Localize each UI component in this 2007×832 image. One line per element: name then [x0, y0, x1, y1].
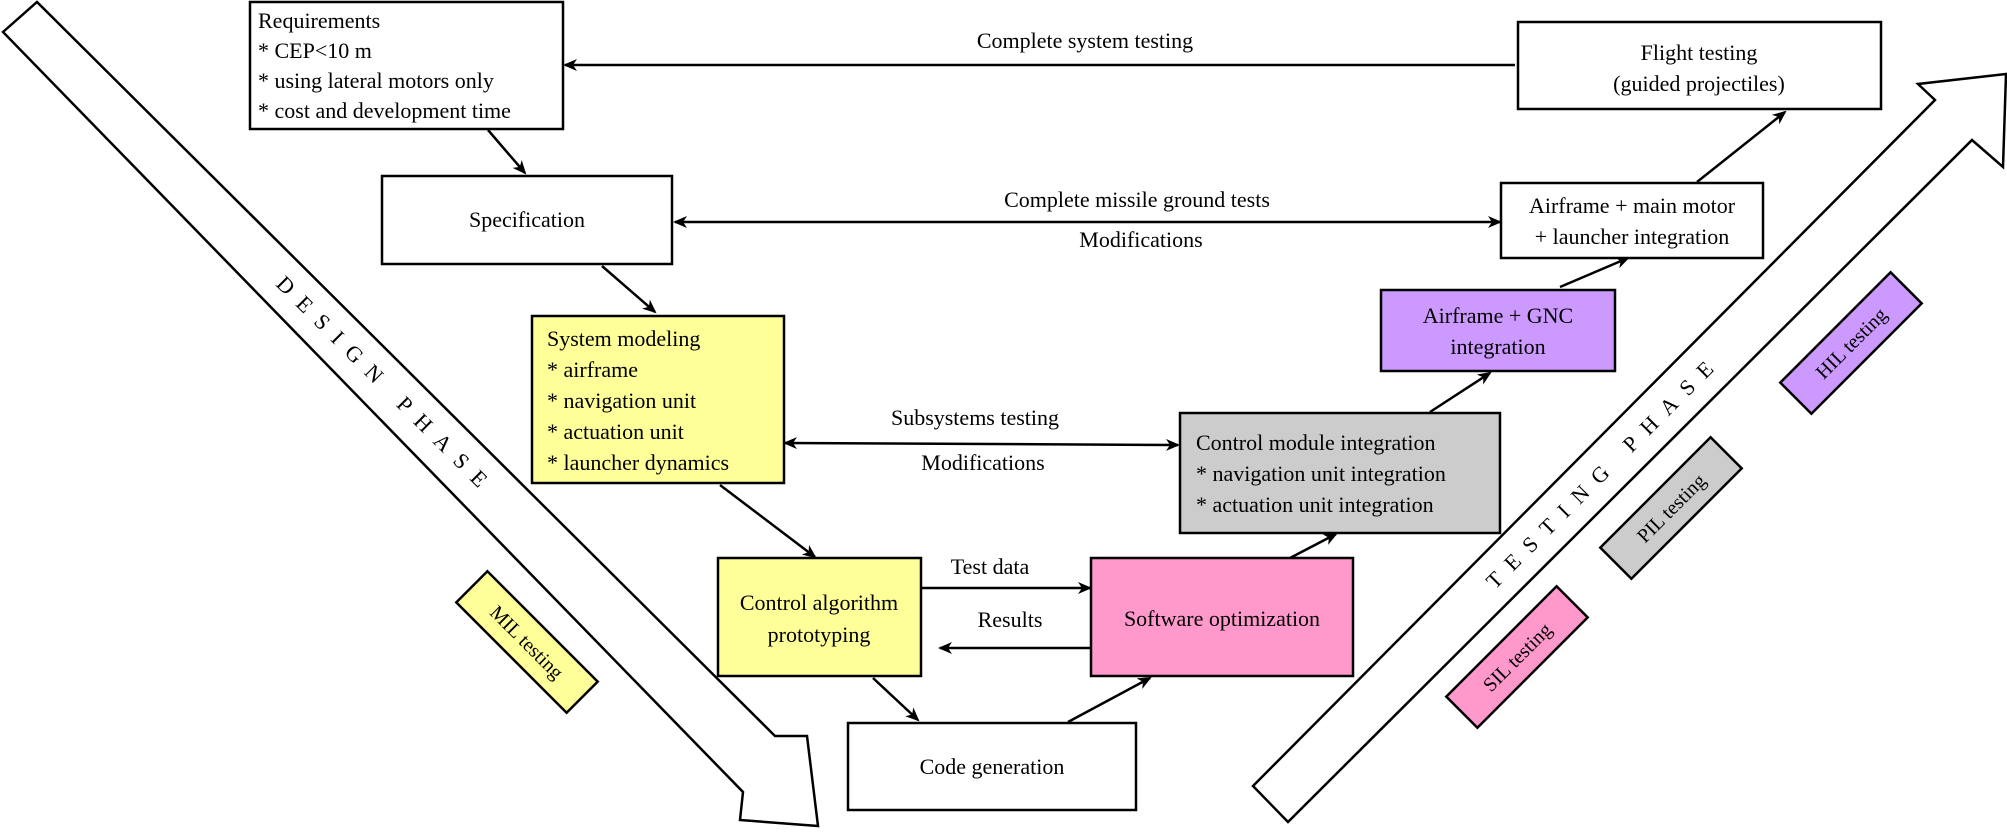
- requirements-text: Requirements * CEP<10 m * using lateral mo…: [258, 8, 511, 123]
- arrow-ctrl-code: [872, 677, 920, 722]
- box-text-line: Airframe + GNC: [1423, 303, 1573, 328]
- flight-testing-box: [1516, 20, 1883, 111]
- arrow-opt-ctrlmod: [1289, 532, 1338, 560]
- box-text-line: Control algorithm: [740, 590, 898, 615]
- flight-testing-text: Flight testing (guided projectiles): [1613, 40, 1785, 96]
- box-text-line: Flight testing: [1641, 40, 1758, 65]
- arrow-req-spec: [487, 129, 527, 175]
- box-text-line: * launcher dynamics: [547, 450, 729, 475]
- system-modeling-text: System modeling * airframe * navigation un…: [547, 326, 729, 475]
- label-ground-tests: Complete missile ground tests: [1004, 187, 1270, 212]
- label-results: Results: [978, 607, 1043, 632]
- box-text-line: * actuation unit: [547, 419, 684, 444]
- box-text-line: Control module integration: [1196, 430, 1436, 455]
- arrow-code-opt: [1067, 676, 1152, 724]
- arrow-ctrlmod-gnc: [1429, 371, 1492, 414]
- control-module-text: Control module integration * navigation u…: [1196, 430, 1446, 517]
- airframe-gnc-box: [1379, 288, 1617, 373]
- box-text-line: (guided projectiles): [1613, 71, 1785, 96]
- box-text-line: * navigation unit integration: [1196, 461, 1446, 486]
- arrow-airframe-flight: [1696, 110, 1787, 183]
- box-text-line: * cost and development time: [258, 98, 511, 123]
- box-text-line: System modeling: [547, 326, 700, 351]
- airframe-main-motor-text: Airframe + main motor + launcher integrat…: [1529, 193, 1736, 249]
- box-text-line: Software optimization: [1124, 606, 1320, 631]
- code-generation-text: Code generation: [920, 754, 1065, 779]
- software-optimization-text: Software optimization: [1124, 606, 1320, 631]
- airframe-main-motor-box: [1499, 181, 1765, 260]
- label-modifications-mid: Modifications: [921, 450, 1044, 475]
- code-generation-box: [846, 721, 1138, 812]
- design-phase-arrow: [1, 0, 820, 828]
- box-text-line: * using lateral motors only: [258, 68, 494, 93]
- arrow-subsystems: [783, 437, 1180, 451]
- box-text-line: Airframe + main motor: [1529, 193, 1736, 218]
- software-optimization-box: [1089, 556, 1355, 678]
- box-text-line: Requirements: [258, 8, 380, 33]
- box-text-line: + launcher integration: [1535, 224, 1729, 249]
- label-test-data: Test data: [951, 554, 1030, 579]
- box-text-line: Specification: [469, 207, 585, 232]
- arrow-model-ctrl: [719, 484, 817, 559]
- box-text-line: * airframe: [547, 357, 638, 382]
- box-text-line: * CEP<10 m: [258, 38, 372, 63]
- label-subsystems-testing: Subsystems testing: [891, 405, 1059, 430]
- control-algorithm-box: [716, 556, 923, 678]
- specification-text: Specification: [469, 207, 585, 232]
- box-text-line: prototyping: [768, 622, 871, 647]
- airframe-gnc-text: Airframe + GNC integration: [1423, 303, 1573, 359]
- label-complete-system-testing: Complete system testing: [977, 28, 1193, 53]
- box-text-line: * actuation unit integration: [1196, 492, 1434, 517]
- system-modeling-box: [530, 314, 786, 485]
- specification-box: [380, 174, 674, 266]
- box-text-line: Code generation: [920, 754, 1065, 779]
- box-text-line: * navigation unit: [547, 388, 696, 413]
- arrow-gnc-airframe: [1559, 256, 1630, 289]
- testing-phase-arrow: [1251, 72, 2007, 824]
- control-module-box: [1178, 411, 1502, 535]
- arrow-spec-model: [601, 265, 657, 314]
- requirements-box: [248, 0, 565, 131]
- design-phase-label: DESIGN PHASE: [271, 271, 501, 501]
- label-modifications-top: Modifications: [1079, 227, 1202, 252]
- box-text-line: integration: [1450, 334, 1545, 359]
- control-algorithm-text: Control algorithm prototyping: [740, 590, 898, 647]
